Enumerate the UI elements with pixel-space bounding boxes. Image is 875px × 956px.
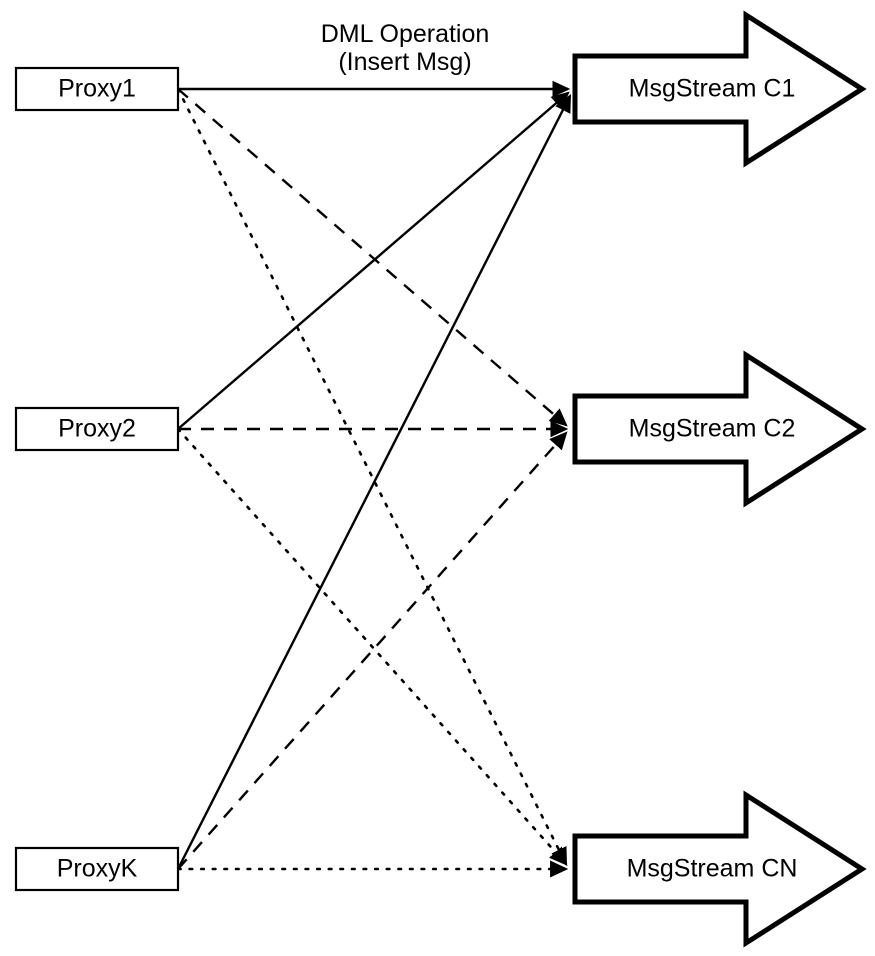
link-proxy1-cn[interactable] bbox=[176, 87, 568, 867]
link-proxy1-c2[interactable] bbox=[177, 88, 568, 427]
stream-node-stream-c2[interactable]: MsgStream C2 bbox=[572, 350, 867, 508]
proxy2-box[interactable] bbox=[14, 406, 180, 452]
link-proxy2-cn[interactable] bbox=[176, 427, 568, 866]
stream-c2-label: MsgStream C2 bbox=[629, 415, 796, 443]
stream-c1-label: MsgStream C1 bbox=[629, 75, 796, 103]
proxyk-label: ProxyK bbox=[57, 855, 138, 883]
link-proxy2-c1[interactable] bbox=[177, 91, 570, 430]
dml-operation-line1: DML Operation bbox=[321, 20, 490, 48]
stream-node-stream-cn[interactable]: MsgStream CN bbox=[572, 790, 867, 948]
proxy-node-proxy1[interactable]: Proxy1 bbox=[14, 66, 180, 112]
stream-node-stream-c1[interactable]: MsgStream C1 bbox=[572, 10, 867, 168]
proxyk-box[interactable] bbox=[14, 846, 180, 892]
proxy2-label: Proxy2 bbox=[58, 415, 136, 443]
edge-annotation: DML Operation (Insert Msg) bbox=[321, 20, 490, 76]
stream-cn-arrow-shape[interactable] bbox=[572, 790, 867, 948]
link-proxyk-c2[interactable] bbox=[177, 431, 568, 870]
stream-c2-arrow-shape[interactable] bbox=[572, 350, 867, 508]
proxy-node-proxyk[interactable]: ProxyK bbox=[14, 846, 180, 892]
proxy1-label: Proxy1 bbox=[58, 75, 136, 103]
stream-c1-arrow-shape[interactable] bbox=[572, 10, 867, 168]
link-proxyk-c1[interactable] bbox=[176, 93, 572, 870]
stream-cn-label: MsgStream CN bbox=[627, 855, 798, 883]
proxy1-box[interactable] bbox=[14, 66, 180, 112]
proxy-node-proxy2[interactable]: Proxy2 bbox=[14, 406, 180, 452]
link-layer bbox=[176, 80, 572, 878]
dml-operation-line2: (Insert Msg) bbox=[338, 48, 471, 76]
